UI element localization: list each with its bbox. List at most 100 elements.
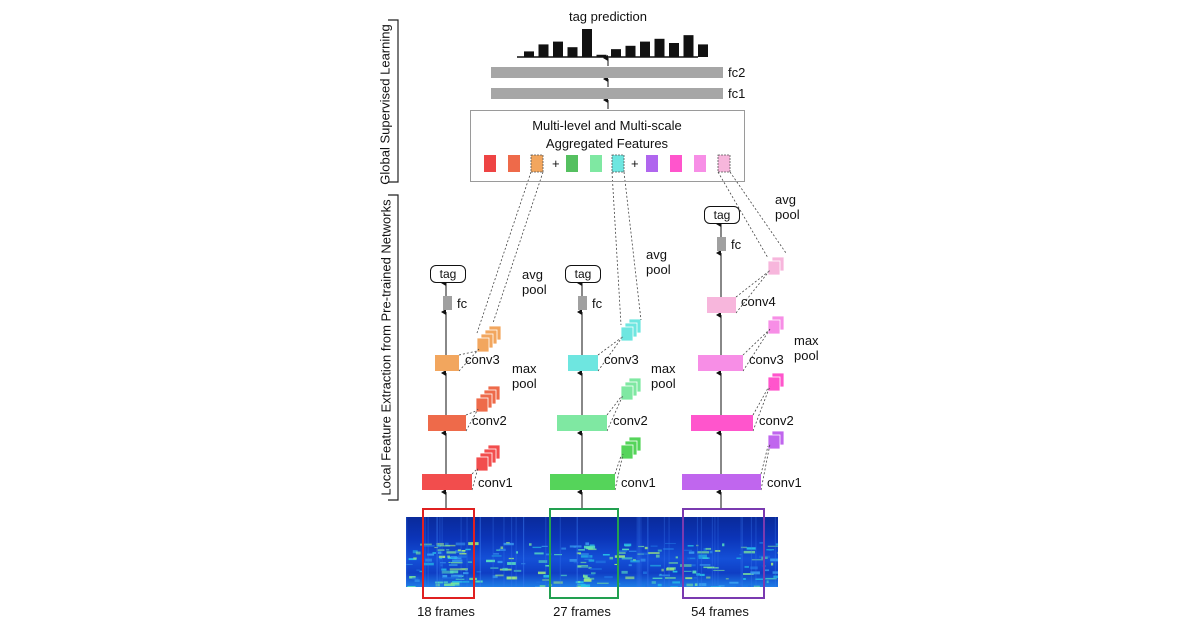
feature-square: [590, 155, 602, 172]
spectrogram-energy: [406, 563, 413, 565]
dashed-connector: [742, 330, 769, 356]
net2-fc-label: fc: [592, 296, 603, 311]
feature-square: [694, 155, 706, 172]
spectrogram-onset: [741, 517, 743, 587]
spectrogram-energy: [628, 564, 632, 567]
spectrogram-energy: [744, 565, 749, 568]
spectrogram-energy: [587, 555, 591, 558]
spectrogram-energy: [450, 574, 462, 578]
histogram-bar: [553, 41, 563, 57]
spectrogram-energy: [688, 551, 695, 554]
net2-tag-box: tag: [565, 265, 601, 283]
net2-max-pool-label: max pool: [651, 361, 676, 391]
spectrogram-onset: [460, 517, 462, 587]
spectrogram-energy: [650, 545, 658, 547]
net3-conv1-label: conv1: [767, 475, 802, 490]
spectrogram-energy: [442, 574, 448, 578]
tag-prediction-label: tag prediction: [568, 9, 648, 24]
spectrogram-onset: [515, 517, 517, 587]
spectrogram-energy: [703, 566, 715, 569]
dashed-connector: [458, 348, 480, 372]
spectrogram-energy: [496, 549, 500, 551]
spectrogram-energy: [508, 557, 514, 560]
spectrogram-energy: [462, 580, 470, 583]
spectrogram-energy: [534, 552, 544, 555]
spectrogram-energy: [447, 557, 457, 559]
histogram-bar: [625, 45, 636, 57]
spectrogram-energy: [665, 577, 676, 579]
spectrogram-onset: [717, 517, 719, 587]
aggregated-features-box: [470, 110, 745, 182]
spectrogram-energy: [582, 574, 588, 578]
net3-fc-block: [717, 237, 726, 251]
spectrogram-onset: [427, 517, 429, 587]
spectrogram-energy: [542, 579, 550, 581]
spectrogram-energy: [777, 551, 778, 554]
spectrogram-energy: [665, 542, 676, 545]
net2-pool3-maps: [620, 326, 634, 342]
spectrogram-energy: [475, 580, 483, 583]
spectrogram-onset: [424, 517, 426, 587]
net3-pool3-maps: [767, 319, 781, 335]
spectrogram-energy: [507, 562, 516, 565]
spectrogram-energy: [640, 552, 650, 555]
spectrogram-onset: [406, 517, 408, 587]
net2-pool2-maps: [620, 385, 634, 401]
frame-window-27: [549, 508, 619, 599]
spectrogram-energy: [441, 570, 454, 574]
spectrogram-energy: [458, 555, 467, 558]
spectrogram-energy: [521, 563, 526, 565]
dashed-connector: [729, 171, 787, 254]
spectrogram-energy: [588, 559, 595, 562]
net3-conv1-block: [682, 474, 761, 490]
spectrogram-energy: [679, 564, 692, 567]
spectrogram-energy: [697, 551, 710, 554]
spectrogram-energy: [590, 568, 602, 571]
spectrogram-energy: [447, 555, 450, 558]
spectrogram-energy: [670, 586, 678, 587]
net2-conv1-label: conv1: [621, 475, 656, 490]
spectrogram-energy: [652, 577, 663, 579]
spectrogram-energy: [763, 569, 770, 572]
net2-avg-pool-text: avg pool: [646, 247, 671, 277]
spectrogram-energy: [735, 584, 742, 587]
spectrogram-energy: [642, 571, 647, 575]
dashed-connector: [465, 408, 479, 432]
histogram-bar: [669, 43, 679, 57]
net1-conv3-label: conv3: [465, 352, 500, 367]
spectrogram-energy: [672, 581, 681, 584]
net2-max-pool-text: max pool: [651, 361, 676, 391]
spectrogram-energy: [441, 568, 447, 571]
spectrogram-energy: [580, 584, 591, 587]
spectrogram-energy: [595, 560, 606, 564]
spectrogram-energy: [604, 576, 613, 579]
spectrogram-onset: [750, 517, 752, 587]
spectrogram-energy: [580, 561, 587, 564]
spectrogram-energy: [584, 574, 595, 576]
spectrogram-energy: [705, 547, 712, 550]
spectrogram-energy: [668, 562, 678, 564]
spectrogram-onset: [647, 517, 649, 587]
feature-square: [611, 154, 625, 173]
spectrogram-onset: [503, 517, 505, 587]
spectrogram-onset: [441, 517, 443, 587]
spectrogram-onset: [545, 517, 547, 587]
fc2-layer: [491, 67, 723, 78]
spectrogram-energy: [427, 553, 435, 556]
spectrogram-energy: [630, 560, 640, 563]
spectrogram-energy: [438, 551, 442, 554]
aggregated-features-title: Multi-level and Multi-scale Aggregated F…: [470, 117, 744, 153]
net1-conv2-label: conv2: [472, 413, 507, 428]
spectrogram-onset: [576, 517, 578, 587]
spectrogram-energy: [770, 558, 778, 562]
spectrogram-energy: [713, 569, 725, 571]
spectrogram-energy: [767, 545, 778, 547]
dashed-connector: [476, 171, 532, 334]
spectrogram-energy: [699, 563, 711, 566]
spectrogram-onset: [696, 517, 698, 587]
spectrogram-energy: [650, 564, 661, 567]
spectrogram-energy: [722, 543, 725, 547]
spectrogram-energy: [423, 544, 435, 547]
net1-max-pool-text: max pool: [512, 361, 537, 391]
spectrogram-energy: [622, 548, 630, 551]
